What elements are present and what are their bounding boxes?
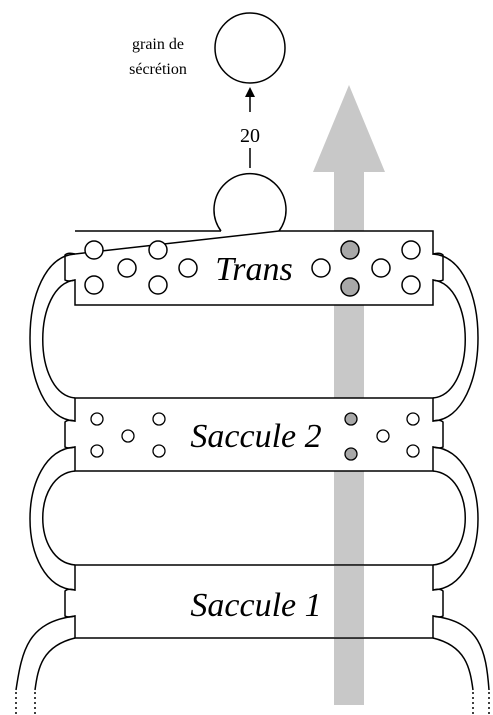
vesicle (148, 275, 168, 295)
saccule-1-label: Saccule 1 (190, 587, 321, 624)
secretory-granule (214, 12, 286, 84)
granule-label-line1: grain de (132, 36, 184, 53)
marked-vesicle (340, 277, 360, 297)
granule-label-line2: sécrétion (129, 61, 187, 78)
left-membrane-loops (15, 253, 76, 691)
marked-vesicle (344, 447, 358, 461)
step-number: 20 (240, 125, 260, 147)
vesicle (84, 240, 104, 260)
vesicle (376, 429, 390, 443)
budding-vesicle (213, 172, 287, 232)
vesicle (178, 258, 198, 278)
marked-vesicle (340, 240, 360, 260)
vesicle (152, 412, 166, 426)
trans-vesicles (84, 240, 421, 297)
transport-arrow-stem-front (334, 566, 364, 637)
vesicle (84, 275, 104, 295)
saccule-1: Saccule 1 (64, 564, 444, 639)
vesicle (401, 240, 421, 260)
saccule-2-label: Saccule 2 (190, 418, 321, 455)
vesicle (117, 258, 137, 278)
vesicle (90, 444, 104, 458)
saccule-2-vesicles (90, 412, 420, 461)
vesicle (311, 258, 331, 278)
trans-label: Trans (215, 251, 293, 288)
vesicle (371, 258, 391, 278)
vesicle (152, 444, 166, 458)
vesicle (401, 275, 421, 295)
continuation-dots (15, 692, 490, 715)
vesicle (148, 240, 168, 260)
vesicle (121, 429, 135, 443)
marked-vesicle (344, 412, 358, 426)
vesicle (90, 412, 104, 426)
vesicle (406, 412, 420, 426)
right-membrane-loops (432, 253, 490, 691)
vesicle (406, 444, 420, 458)
secretion-arrow (245, 87, 255, 112)
